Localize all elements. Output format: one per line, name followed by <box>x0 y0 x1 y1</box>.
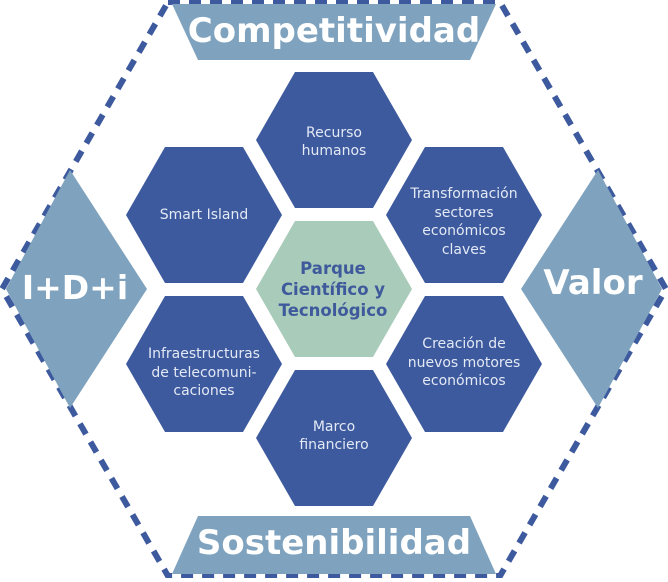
label-line: Transformación <box>410 186 518 202</box>
top-banner-shape <box>172 4 496 60</box>
label-line: nuevos motores <box>407 354 521 371</box>
right-diamond-shape <box>521 170 662 408</box>
label-line: financiero <box>299 437 369 453</box>
hex-smart-island <box>126 147 282 283</box>
label-line: sectores <box>434 204 494 221</box>
label-line: Marco <box>312 418 356 435</box>
hex-infraestructuras <box>126 296 282 432</box>
label-line: Smart Island <box>159 206 249 223</box>
hex-recurso-humanos <box>256 72 412 208</box>
label-competitividad: Competitividad <box>187 11 481 51</box>
label-line: económicos <box>422 373 506 390</box>
hex-center <box>256 221 412 357</box>
label-line: de telecomuni- <box>151 364 257 381</box>
label-idi: I+D+i <box>21 268 129 307</box>
hex-transformacion <box>386 147 542 283</box>
label-line: Recurso <box>306 124 362 141</box>
hex-creacion <box>386 296 542 432</box>
label-line: Creación de <box>422 336 506 353</box>
label-valor: Valor <box>543 263 643 303</box>
label-line: Tecnológico <box>278 300 388 320</box>
hex-label-marco: Marco financiero <box>262 396 406 476</box>
hex-label-smart-island: Smart Island <box>132 175 276 255</box>
label-line: caciones <box>173 383 235 400</box>
hex-marco <box>256 370 412 506</box>
label-line: humanos <box>301 143 367 159</box>
label-line: Científico y <box>280 279 386 299</box>
label-line: Infraestructuras <box>148 346 260 363</box>
bottom-banner-shape <box>172 516 496 574</box>
left-diamond-shape <box>6 170 147 408</box>
label-line: claves <box>441 241 487 258</box>
label-sostenibilidad: Sostenibilidad <box>196 523 472 563</box>
label-line: económicos <box>422 223 506 239</box>
hex-label-recurso-humanos: Recurso humanos <box>262 102 406 182</box>
hex-label-transformacion: Transformación sectores económicos claves <box>392 182 536 262</box>
label-line: Parque <box>300 258 366 278</box>
